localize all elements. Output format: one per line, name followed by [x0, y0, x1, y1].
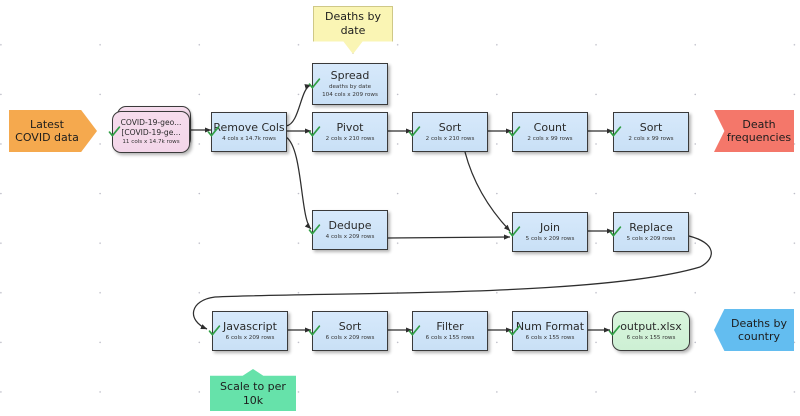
status-check-icon [608, 325, 621, 338]
endpoint-deaths-by-country[interactable]: Deaths by country [714, 309, 794, 351]
node-filter-sub: 6 cols x 155 rows [425, 335, 475, 341]
node-pivot-sub: 2 cols x 210 rows [325, 136, 375, 142]
node-num-format-title: Num Format [515, 320, 585, 333]
node-pivot-title: Pivot [336, 121, 364, 134]
node-remove-cols[interactable]: Remove Cols 4 cols x 14.7k rows [207, 112, 287, 152]
node-sort-3-sub: 6 cols x 209 rows [325, 335, 375, 341]
node-join[interactable]: Join 5 cols x 209 rows [508, 212, 588, 252]
status-check-icon [108, 126, 121, 139]
node-javascript-sub: 6 cols x 209 rows [225, 335, 275, 341]
node-join-sub: 5 cols x 209 rows [525, 236, 575, 242]
node-javascript[interactable]: Javascript 6 cols x 209 rows [208, 311, 288, 351]
node-remove-cols-title: Remove Cols [213, 121, 285, 134]
node-join-title: Join [539, 221, 560, 234]
node-sort-2-title: Sort [639, 121, 663, 134]
node-pivot[interactable]: Pivot 2 cols x 210 rows [308, 112, 388, 152]
node-output-file-sub: 6 cols x 155 rows [626, 335, 676, 341]
status-check-icon [308, 224, 321, 237]
node-replace[interactable]: Replace 5 cols x 209 rows [609, 212, 689, 252]
node-dedupe[interactable]: Dedupe 4 cols x 209 rows [308, 210, 388, 250]
status-check-icon [208, 325, 221, 338]
node-replace-title: Replace [629, 221, 673, 234]
node-sort-1[interactable]: Sort 2 cols x 210 rows [408, 112, 488, 152]
endpoint-deathscountry-line1: Deaths by [731, 317, 787, 330]
node-spread-sub2: 104 cols x 209 rows [322, 91, 378, 98]
status-check-icon [308, 126, 321, 139]
status-check-icon [308, 325, 321, 338]
endpoint-latest-covid-data[interactable]: Latest COVID data [9, 110, 97, 152]
node-spread-sub: deaths by date [328, 84, 372, 91]
node-input-file[interactable]: COVID-19-geo... [COVID-19-ge... 11 cols … [108, 111, 190, 153]
status-check-icon [508, 126, 521, 139]
endpoint-deathscountry-line2: country [737, 330, 781, 343]
node-input-file-title: COVID-19-geo... [120, 118, 182, 127]
node-output-file[interactable]: output.xlsx 6 cols x 155 rows [608, 311, 690, 351]
node-spread[interactable]: Spread deaths by date 104 cols x 209 row… [308, 63, 388, 105]
node-sort-2-sub: 2 cols x 99 rows [628, 136, 674, 142]
endpoint-source-line1: Latest [29, 118, 64, 131]
note-deaths-by-date[interactable]: Deaths by date [313, 6, 393, 54]
endpoint-deathfreq-line1: Death [742, 118, 776, 131]
node-sort-3[interactable]: Sort 6 cols x 209 rows [308, 311, 388, 351]
node-javascript-title: Javascript [223, 320, 277, 333]
node-num-format-sub: 6 cols x 155 rows [525, 335, 575, 341]
node-output-file-title: output.xlsx [620, 320, 682, 333]
node-sort-1-title: Sort [438, 121, 462, 134]
endpoint-death-frequencies[interactable]: Death frequencies [714, 110, 794, 152]
node-sort-3-title: Sort [338, 320, 362, 333]
status-check-icon [609, 226, 622, 239]
node-input-file-sub: 11 cols x 14.7k rows [122, 139, 180, 145]
node-remove-cols-sub: 4 cols x 14.7k rows [222, 136, 276, 142]
node-sort-2[interactable]: Sort 2 cols x 99 rows [609, 112, 689, 152]
node-dedupe-sub: 4 cols x 209 rows [325, 234, 375, 240]
status-check-icon [408, 126, 421, 139]
note-scale-to-per-10k[interactable]: Scale to per 10k [210, 369, 296, 411]
note-scale-line2: 10k [242, 394, 264, 407]
status-check-icon [308, 78, 321, 91]
status-check-icon [609, 126, 622, 139]
node-count[interactable]: Count 2 cols x 99 rows [508, 112, 588, 152]
edge-sort1-to-join [464, 151, 511, 232]
status-check-icon [508, 226, 521, 239]
node-replace-sub: 5 cols x 209 rows [626, 236, 676, 242]
node-filter[interactable]: Filter 6 cols x 155 rows [408, 311, 488, 351]
node-spread-title: Spread [330, 69, 370, 83]
edge-removecols-to-dedupe [285, 136, 312, 230]
endpoint-deathfreq-line2: frequencies [726, 131, 792, 144]
node-filter-title: Filter [436, 320, 464, 333]
status-check-icon [408, 325, 421, 338]
edge-dedupe-to-join [387, 234, 511, 240]
endpoint-source-line2: COVID data [15, 131, 79, 144]
note-deaths-by-date-line1: Deaths by [325, 10, 381, 23]
note-scale-line1: Scale to per [220, 380, 286, 393]
node-count-title: Count [533, 121, 567, 134]
node-input-file-title2: [COVID-19-ge... [121, 127, 181, 137]
note-deaths-by-date-line2: date [340, 24, 366, 37]
node-sort-1-sub: 2 cols x 210 rows [425, 136, 475, 142]
node-num-format[interactable]: Num Format 6 cols x 155 rows [508, 311, 588, 351]
node-count-sub: 2 cols x 99 rows [527, 136, 573, 142]
edge-removecols-to-spread [285, 84, 312, 127]
node-dedupe-title: Dedupe [328, 219, 372, 232]
